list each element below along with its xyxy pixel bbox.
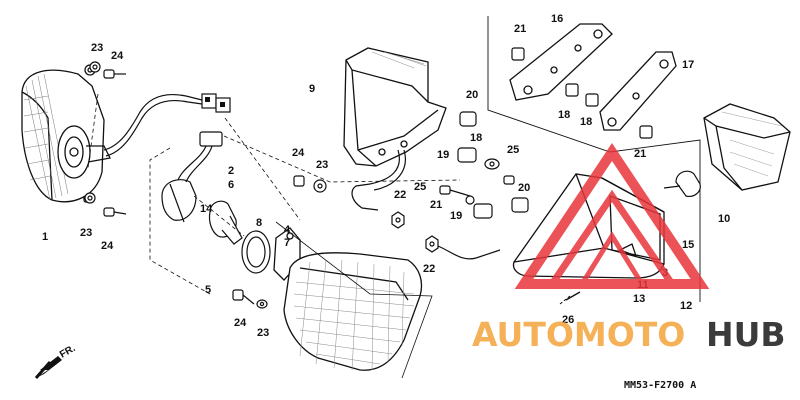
bolt-25-mid bbox=[503, 175, 515, 185]
part-label-n7: 7 bbox=[284, 237, 290, 249]
part-label-n22a: 22 bbox=[394, 189, 406, 201]
collar-21-right bbox=[639, 125, 653, 139]
watermark-text-hub: HUB bbox=[706, 315, 786, 354]
part-label-n20b: 20 bbox=[518, 182, 530, 194]
part-label-n18a: 18 bbox=[470, 132, 482, 144]
washer-18-mid bbox=[484, 158, 500, 170]
license-lens-hatching bbox=[721, 111, 783, 177]
part-label-n19b: 19 bbox=[450, 210, 462, 222]
front-direction-label: FR. bbox=[58, 343, 78, 361]
grommet-19-upper bbox=[457, 147, 477, 163]
washer-23-mid bbox=[313, 179, 327, 193]
license-light-lens bbox=[703, 103, 791, 191]
part-label-n23d: 23 bbox=[257, 327, 269, 339]
part-label-n21c: 21 bbox=[634, 148, 646, 160]
nut-22-upper bbox=[391, 211, 405, 229]
screw-24-bottom bbox=[103, 207, 127, 217]
part-label-n18b: 18 bbox=[558, 109, 570, 121]
front-left-turn-signal bbox=[21, 64, 111, 203]
bolt-25-left bbox=[439, 185, 471, 197]
nut-22-lower bbox=[425, 235, 439, 253]
part-label-n23c: 23 bbox=[316, 159, 328, 171]
screw-24-housing bbox=[232, 289, 255, 305]
license-bulb bbox=[663, 170, 701, 197]
collar-18-a bbox=[565, 83, 579, 97]
part-label-n13: 13 bbox=[633, 293, 645, 305]
screw-24-top bbox=[103, 69, 126, 79]
front-direction-arrow: FR. bbox=[34, 343, 78, 379]
socket-assembly bbox=[161, 131, 223, 223]
part-label-n24d: 24 bbox=[234, 317, 247, 329]
drawing-code: MM53-F2700 A bbox=[624, 380, 696, 391]
part-label-n6: 6 bbox=[228, 179, 234, 191]
screw-24-mid bbox=[293, 175, 305, 187]
stay-17 bbox=[599, 51, 677, 131]
part-label-n24c: 24 bbox=[292, 147, 305, 159]
part-label-n24a: 24 bbox=[111, 50, 124, 62]
screw-26 bbox=[565, 291, 581, 301]
part-label-n23a: 23 bbox=[91, 42, 103, 54]
part-label-n10: 10 bbox=[718, 213, 730, 225]
part-label-n21b: 21 bbox=[430, 199, 442, 211]
part-label-n2: 2 bbox=[228, 165, 234, 177]
grommet-19-lower bbox=[473, 203, 493, 219]
gasket bbox=[241, 230, 271, 274]
part-label-n1: 1 bbox=[42, 231, 48, 243]
part-label-n24b: 24 bbox=[101, 240, 114, 252]
part-label-n18c: 18 bbox=[580, 116, 592, 128]
leader-lines-left bbox=[87, 93, 461, 295]
watermark-logo bbox=[514, 142, 710, 289]
part-number-labels: 1234567891011121314151617181818191920202… bbox=[42, 13, 730, 339]
collar-21-top bbox=[511, 47, 525, 61]
rear-turn-signal bbox=[343, 47, 447, 167]
collar-18-b bbox=[585, 93, 599, 107]
collar-20-upper bbox=[459, 111, 477, 127]
part-label-n23b: 23 bbox=[80, 227, 92, 239]
part-label-n9: 9 bbox=[309, 83, 315, 95]
part-label-n25b: 25 bbox=[507, 144, 519, 156]
part-label-n16: 16 bbox=[551, 13, 563, 25]
part-label-n25a: 25 bbox=[414, 181, 426, 193]
bulb bbox=[208, 200, 243, 245]
collar-20-lower bbox=[511, 197, 529, 213]
part-label-n14: 14 bbox=[200, 203, 213, 215]
washer-23-housing bbox=[256, 299, 268, 309]
part-label-n4: 4 bbox=[284, 224, 291, 236]
part-label-n15: 15 bbox=[682, 239, 694, 251]
washer-23-bottom bbox=[84, 192, 96, 204]
part-label-n21a: 21 bbox=[514, 23, 526, 35]
watermark-text-automoto: AUTOMOTO bbox=[472, 315, 685, 354]
lens-hatching bbox=[293, 259, 415, 371]
part-label-n19a: 19 bbox=[437, 149, 449, 161]
rear-lens-housing bbox=[273, 227, 423, 371]
washer-23-top bbox=[89, 61, 101, 73]
part-label-n12: 12 bbox=[680, 300, 692, 312]
part-label-n22b: 22 bbox=[423, 263, 435, 275]
part-label-n17: 17 bbox=[682, 59, 694, 71]
part-label-n20a: 20 bbox=[466, 89, 478, 101]
stay-16 bbox=[509, 23, 613, 101]
washer-21-mid bbox=[465, 195, 475, 205]
signal-hatching bbox=[371, 51, 427, 69]
part-label-n26: 26 bbox=[562, 314, 574, 326]
part-label-n5: 5 bbox=[205, 284, 211, 296]
part-label-n8: 8 bbox=[256, 217, 262, 229]
